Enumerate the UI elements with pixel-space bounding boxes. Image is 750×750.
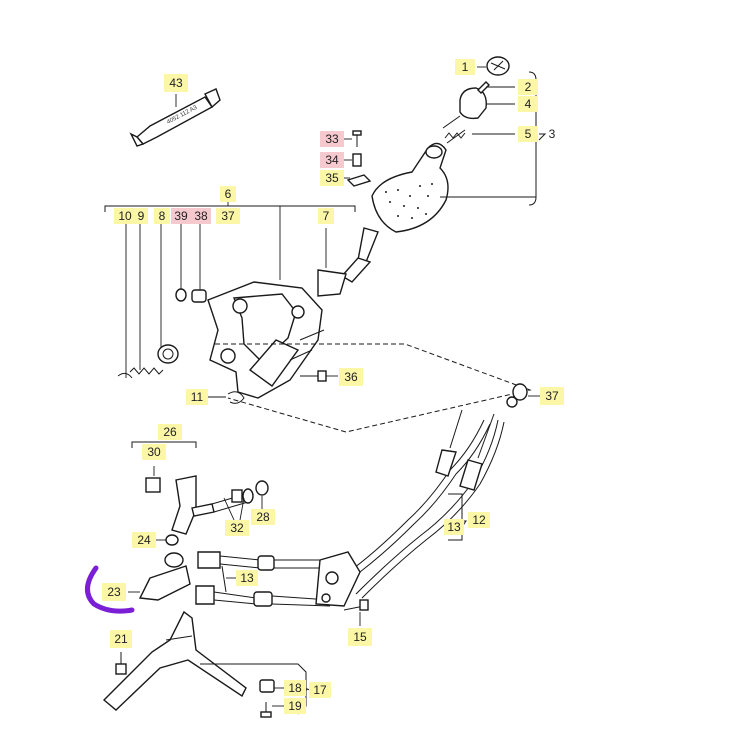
bolt-36	[300, 370, 338, 382]
svg-text:37: 37	[545, 389, 559, 403]
callout-35: 35	[320, 170, 344, 186]
callout-labels: 1 2 4 5 3 43 33 34 35 6 37 10 9 8 39 38 …	[102, 59, 564, 714]
svg-text:32: 32	[230, 521, 244, 535]
callout-1: 1	[455, 59, 475, 75]
support-bracket	[102, 610, 308, 718]
svg-text:21: 21	[114, 632, 128, 646]
svg-text:23: 23	[107, 585, 121, 599]
shift-cables	[353, 409, 505, 599]
svg-text:17: 17	[313, 683, 327, 697]
callout-4: 4	[518, 96, 538, 112]
svg-text:10: 10	[118, 209, 132, 223]
callout-3: 3	[549, 127, 556, 141]
gear-knob	[459, 81, 515, 120]
knob-cap	[477, 56, 510, 76]
dashed-region	[215, 343, 532, 433]
callout-13-top: 13	[444, 519, 464, 535]
gearshift-housing	[207, 281, 325, 399]
callout-21: 21	[110, 630, 132, 648]
boot-spring	[442, 115, 515, 144]
callout-5: 5	[518, 126, 538, 142]
svg-text:33: 33	[325, 132, 339, 146]
svg-text:24: 24	[137, 533, 151, 547]
svg-text:26: 26	[163, 425, 177, 439]
svg-text:19: 19	[288, 699, 302, 713]
stud-assembly	[344, 130, 372, 187]
bushes	[117, 288, 207, 379]
svg-text:13: 13	[240, 571, 254, 585]
callout-12: 12	[468, 512, 490, 528]
callout-10: 10	[114, 208, 136, 224]
callout-2: 2	[518, 79, 538, 95]
callout-8: 8	[154, 208, 170, 224]
cable-end-fittings	[195, 551, 331, 607]
svg-text:5: 5	[525, 127, 532, 141]
callout-24: 24	[132, 532, 156, 548]
svg-text:34: 34	[325, 153, 339, 167]
callout-26: 26	[158, 424, 182, 440]
svg-text:18: 18	[288, 681, 302, 695]
callout-28: 28	[251, 509, 275, 525]
svg-text:8: 8	[159, 209, 166, 223]
callout-17: 17	[309, 682, 331, 698]
callout-36: 36	[339, 368, 363, 386]
svg-text:39: 39	[174, 209, 188, 223]
callout-23: 23	[102, 583, 126, 601]
svg-text:2: 2	[525, 80, 532, 94]
svg-text:3: 3	[549, 127, 556, 141]
svg-text:30: 30	[147, 445, 161, 459]
callout-19: 19	[284, 698, 306, 714]
cable-end-37	[506, 383, 540, 408]
svg-text:6: 6	[225, 187, 232, 201]
svg-text:37: 37	[221, 209, 235, 223]
cable-bracket-26	[131, 441, 269, 535]
selector-lever	[128, 534, 191, 601]
callout-34: 34	[320, 152, 344, 168]
callout-39: 39	[171, 208, 191, 224]
svg-text:1: 1	[462, 60, 469, 74]
svg-text:15: 15	[353, 630, 367, 644]
callout-30: 30	[142, 444, 166, 460]
callout-7: 7	[318, 208, 334, 224]
grease-tube: 4052 112 A3	[129, 88, 221, 147]
callout-37-right: 37	[540, 387, 564, 405]
purple-annotation-mark	[85, 565, 135, 614]
bracket-lines-top	[104, 71, 537, 378]
svg-text:36: 36	[344, 370, 358, 384]
callout-43: 43	[164, 74, 188, 92]
gear-lever-shaft	[317, 227, 379, 297]
callout-33: 33	[320, 131, 344, 147]
callout-32: 32	[225, 520, 249, 536]
callout-18: 18	[284, 680, 306, 696]
cable-mount-plate	[315, 551, 369, 626]
callout-37-top: 37	[216, 208, 240, 224]
svg-text:11: 11	[191, 390, 204, 404]
callout-38: 38	[191, 208, 211, 224]
callout-11: 11	[186, 389, 208, 405]
callout-6: 6	[220, 186, 236, 202]
gear-boot	[371, 142, 449, 233]
svg-text:12: 12	[472, 513, 486, 527]
svg-text:28: 28	[256, 510, 270, 524]
callout-15: 15	[348, 628, 372, 646]
svg-text:43: 43	[169, 76, 183, 90]
svg-text:13: 13	[447, 520, 461, 534]
svg-text:9: 9	[138, 209, 145, 223]
circlip-11	[208, 391, 245, 404]
svg-text:35: 35	[325, 171, 339, 185]
callout-13-mid: 13	[236, 570, 258, 586]
callout-9: 9	[134, 208, 148, 224]
diagram-linework: 4052 112 A3	[85, 56, 547, 718]
svg-text:38: 38	[194, 209, 208, 223]
svg-text:4: 4	[525, 97, 532, 111]
svg-text:7: 7	[323, 209, 330, 223]
